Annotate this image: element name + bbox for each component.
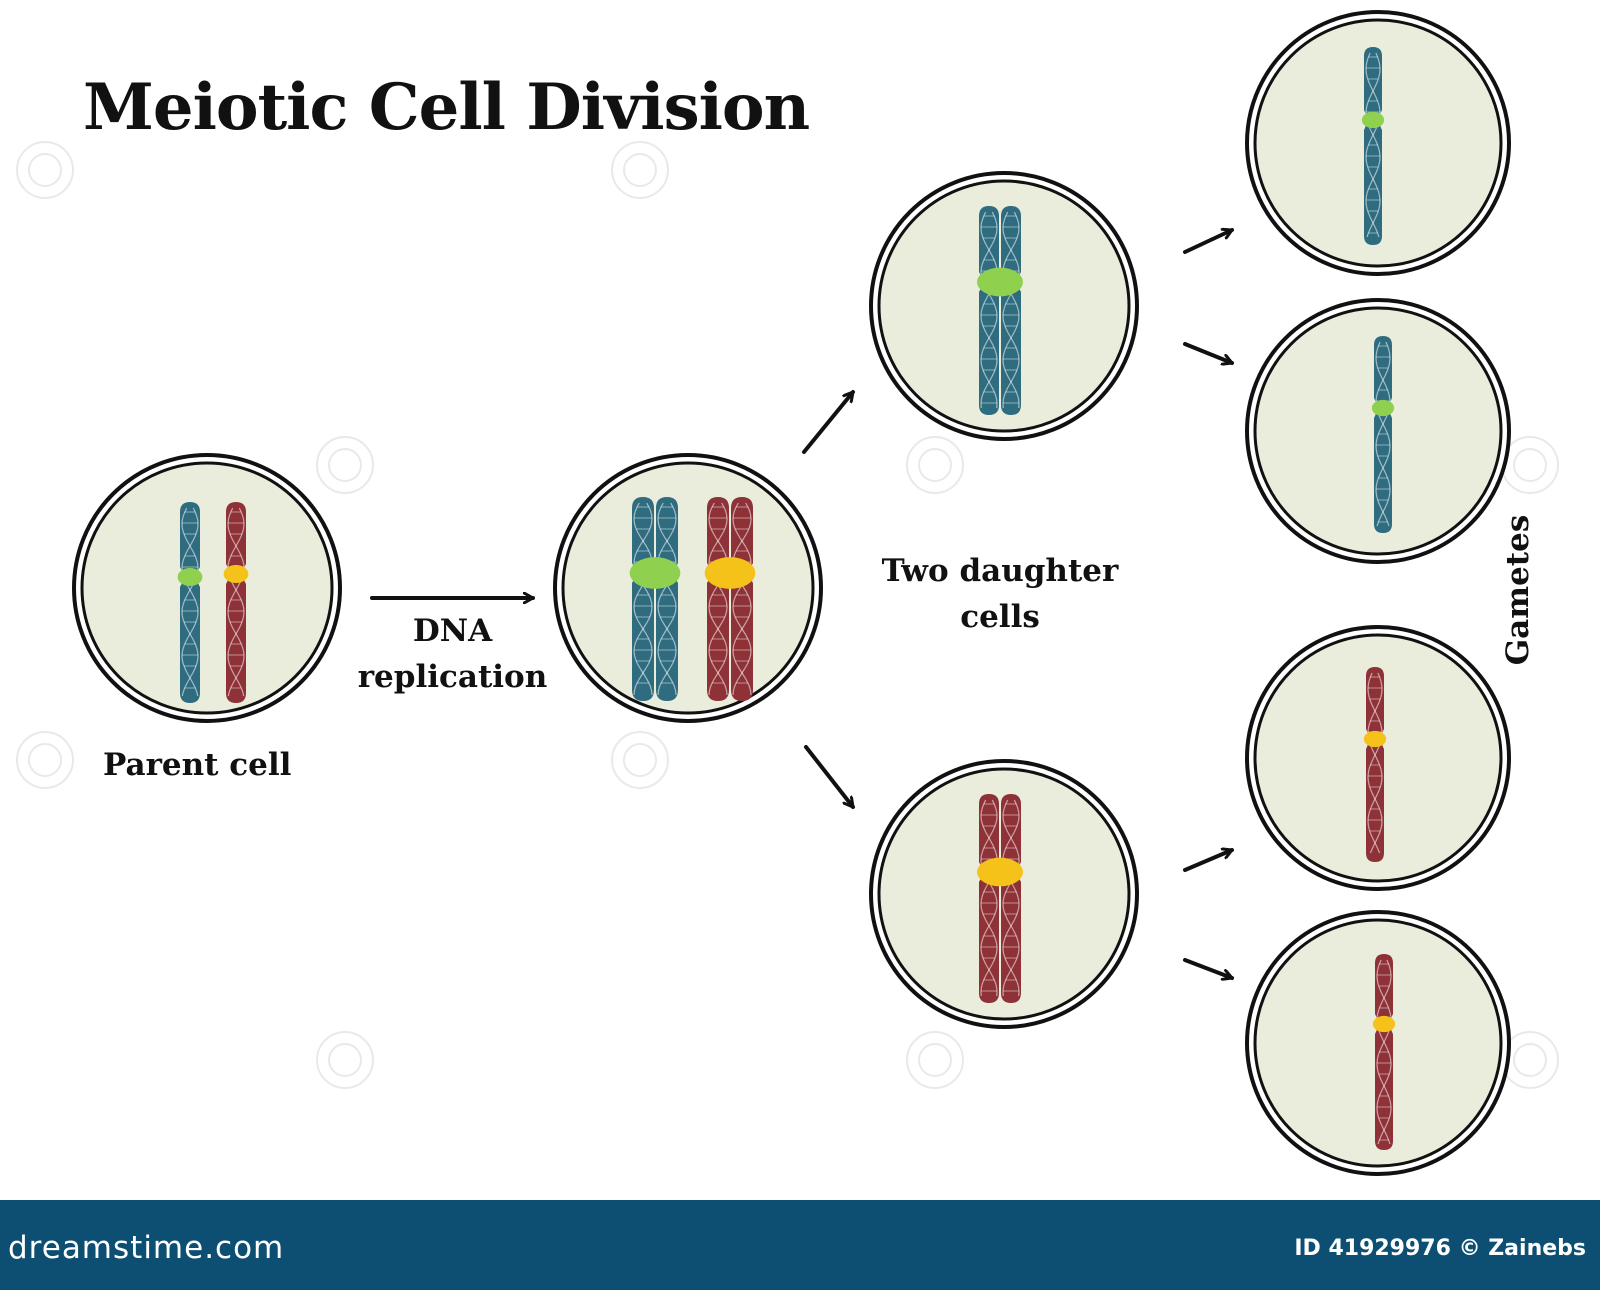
image-credit: ID 41929976 © Zainebs xyxy=(1294,1236,1586,1261)
arrow-to-daughter-top xyxy=(802,390,855,454)
watermark-spiral-icon xyxy=(16,731,74,789)
cell-parent xyxy=(72,453,342,723)
chromatid xyxy=(180,502,200,703)
chromosome-gamete-4 xyxy=(1372,954,1396,1150)
watermark-spiral-icon xyxy=(16,141,74,199)
dna-helix-strand xyxy=(1375,341,1391,527)
dna-helix-strand xyxy=(1375,341,1391,527)
chromatid xyxy=(656,497,678,701)
arrow-to-daughter-bottom xyxy=(804,745,855,809)
chromosome-red-daughter xyxy=(977,794,1023,1003)
dna-helix-strand xyxy=(980,211,998,409)
cell-inner-membrane xyxy=(80,461,334,715)
dna-helix-strand xyxy=(980,211,998,409)
watermark-spiral-icon xyxy=(906,436,964,494)
centromere xyxy=(223,565,249,583)
centromere xyxy=(977,267,1023,297)
dna-helix-strand xyxy=(181,507,199,697)
chromosome-gamete-3 xyxy=(1363,667,1387,862)
dna-helix-strand xyxy=(1002,211,1020,409)
dna-helix-strand xyxy=(657,502,677,696)
dna-helix-strand xyxy=(227,507,245,697)
dna-helix-strand xyxy=(181,507,199,697)
chromatid xyxy=(226,502,246,703)
chromatid xyxy=(707,497,729,701)
dna-helix-strand xyxy=(657,502,677,696)
brand-logo[interactable]: dreamstime.com xyxy=(8,1230,285,1266)
watermark-spiral-icon xyxy=(611,141,669,199)
centromere xyxy=(1372,1015,1396,1033)
chromosome-gamete-1 xyxy=(1361,47,1385,245)
chromosome-blue-replicated xyxy=(629,497,681,701)
chromosome-red-replicated xyxy=(704,497,756,701)
dna-helix-strand xyxy=(1002,799,1020,997)
dna-helix-strand xyxy=(1376,959,1392,1145)
dna-helix-strand xyxy=(1376,959,1392,1145)
watermark-layer xyxy=(16,141,1559,1089)
arrow-to-gamete-3 xyxy=(1183,850,1234,872)
dna-helix-strand xyxy=(1002,211,1020,409)
dna-helix-strand xyxy=(1367,672,1383,854)
chromosome-blue-daughter xyxy=(977,206,1023,415)
chromosome-red xyxy=(223,502,249,703)
centromere xyxy=(1371,399,1395,417)
centromere xyxy=(977,857,1023,887)
dna-helix-strand xyxy=(732,502,752,696)
watermark-spiral-icon xyxy=(316,436,374,494)
page-title: Meiotic Cell Division xyxy=(83,70,810,145)
cell-after-replication xyxy=(553,453,823,723)
dna-helix-strand xyxy=(708,502,728,696)
watermark-spiral-icon xyxy=(611,731,669,789)
label-parent-cell: Parent cell xyxy=(103,747,292,783)
watermark-spiral-icon xyxy=(316,1031,374,1089)
dna-helix-strand xyxy=(1365,52,1381,238)
dna-helix-strand xyxy=(980,799,998,997)
chromatid xyxy=(1375,954,1393,1150)
meiosis-diagram xyxy=(72,10,1511,1176)
centromere xyxy=(629,557,681,589)
dna-helix-strand xyxy=(633,502,653,696)
chromatid xyxy=(1364,47,1382,245)
watermark-spiral-icon xyxy=(906,1031,964,1089)
arrow-to-gamete-2 xyxy=(1183,342,1234,363)
footer-bar: dreamstime.com ID 41929976 © Zainebs xyxy=(0,1200,1600,1290)
dna-helix-strand xyxy=(1367,672,1383,854)
dna-helix-strand xyxy=(732,502,752,696)
dna-helix-strand xyxy=(227,507,245,697)
arrow-to-gamete-4 xyxy=(1183,958,1234,978)
dna-helix-strand xyxy=(708,502,728,696)
centromere xyxy=(1363,730,1387,748)
cell-inner-membrane xyxy=(561,461,815,715)
centromere xyxy=(177,568,203,586)
dna-helix-strand xyxy=(980,799,998,997)
chromatid xyxy=(632,497,654,701)
centromere xyxy=(704,557,756,589)
chromosome-gamete-2 xyxy=(1371,336,1395,533)
chromosome-blue xyxy=(177,502,203,703)
chromatid xyxy=(1374,336,1392,533)
dna-helix-strand xyxy=(1365,52,1381,238)
label-two-daughter-cells: Two daughter cells xyxy=(881,553,1119,635)
dna-helix-strand xyxy=(1002,799,1020,997)
chromatid xyxy=(731,497,753,701)
dna-helix-strand xyxy=(633,502,653,696)
chromatid xyxy=(1366,667,1384,862)
centromere xyxy=(1361,111,1385,129)
arrow-to-gamete-1 xyxy=(1183,230,1234,254)
label-dna-replication: DNA replication xyxy=(357,613,548,695)
